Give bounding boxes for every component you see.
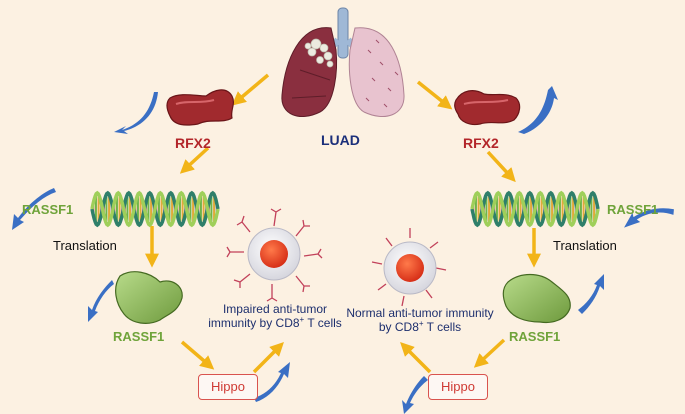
flow-arrows bbox=[145, 73, 541, 374]
hippo-left-up-arrow bbox=[254, 362, 290, 402]
normal-immunity-sup: + bbox=[418, 319, 424, 328]
t-cell-left-icon bbox=[226, 208, 323, 302]
dna-strand bbox=[90, 190, 220, 228]
rassf1-gene-right-up-arrow bbox=[624, 208, 674, 228]
rassf1-protein-left-label: RASSF1 bbox=[113, 329, 165, 344]
dna-strand bbox=[470, 190, 600, 228]
rassf1-gene-left-down-arrow bbox=[12, 188, 56, 230]
normal-immunity-line2-pre: by CD8 bbox=[378, 320, 419, 334]
rassf1-gene-right-label: RASSF1 bbox=[607, 202, 659, 217]
normal-immunity-line2-post: T cells bbox=[423, 320, 462, 334]
rassf1-protein-right-label: RASSF1 bbox=[509, 329, 561, 344]
rassf1-left-protein-icon bbox=[115, 271, 183, 324]
rfx2-right-protein-icon bbox=[454, 90, 521, 126]
lungs-icon bbox=[281, 7, 405, 117]
hippo-left-box: Hippo bbox=[198, 374, 258, 400]
rfx2-left-down-arrow bbox=[114, 92, 158, 134]
luad-label: LUAD bbox=[321, 132, 360, 148]
rassf1-gene-left-label: RASSF1 bbox=[22, 202, 74, 217]
impaired-immunity-line1: Impaired anti-tumor bbox=[222, 302, 328, 316]
rfx2-right-label: RFX2 bbox=[463, 135, 499, 151]
trend-arrows bbox=[12, 86, 674, 414]
rassf1-gene-left-dna-icon bbox=[90, 190, 220, 228]
translation-right-label: Translation bbox=[553, 238, 617, 253]
t-cell-right-icon bbox=[371, 228, 447, 307]
rfx2-left-protein-icon bbox=[166, 89, 235, 126]
rfx2-left-label: RFX2 bbox=[175, 135, 211, 151]
normal-immunity-line1: Normal anti-tumor immunity bbox=[346, 306, 494, 320]
rassf1-protein-right-up-arrow bbox=[578, 274, 604, 314]
impaired-immunity-line2-post: T cells bbox=[304, 316, 342, 330]
rassf1-right-protein-icon bbox=[502, 273, 571, 324]
rfx2-right-up-arrow bbox=[518, 86, 558, 134]
impaired-immunity-text: Impaired anti-tumor immunity by CD8+ T c… bbox=[200, 302, 350, 330]
hippo-right-down-arrow bbox=[402, 376, 428, 414]
translation-left-label: Translation bbox=[53, 238, 117, 253]
impaired-immunity-sup: + bbox=[299, 315, 305, 324]
normal-immunity-text: Normal anti-tumor immunity by CD8+ T cel… bbox=[340, 306, 500, 334]
rassf1-protein-left-down-arrow bbox=[88, 280, 114, 322]
rassf1-gene-right-dna-icon bbox=[470, 190, 600, 228]
impaired-immunity-line2-pre: immunity by CD8 bbox=[208, 316, 300, 330]
hippo-right-box: Hippo bbox=[428, 374, 488, 400]
